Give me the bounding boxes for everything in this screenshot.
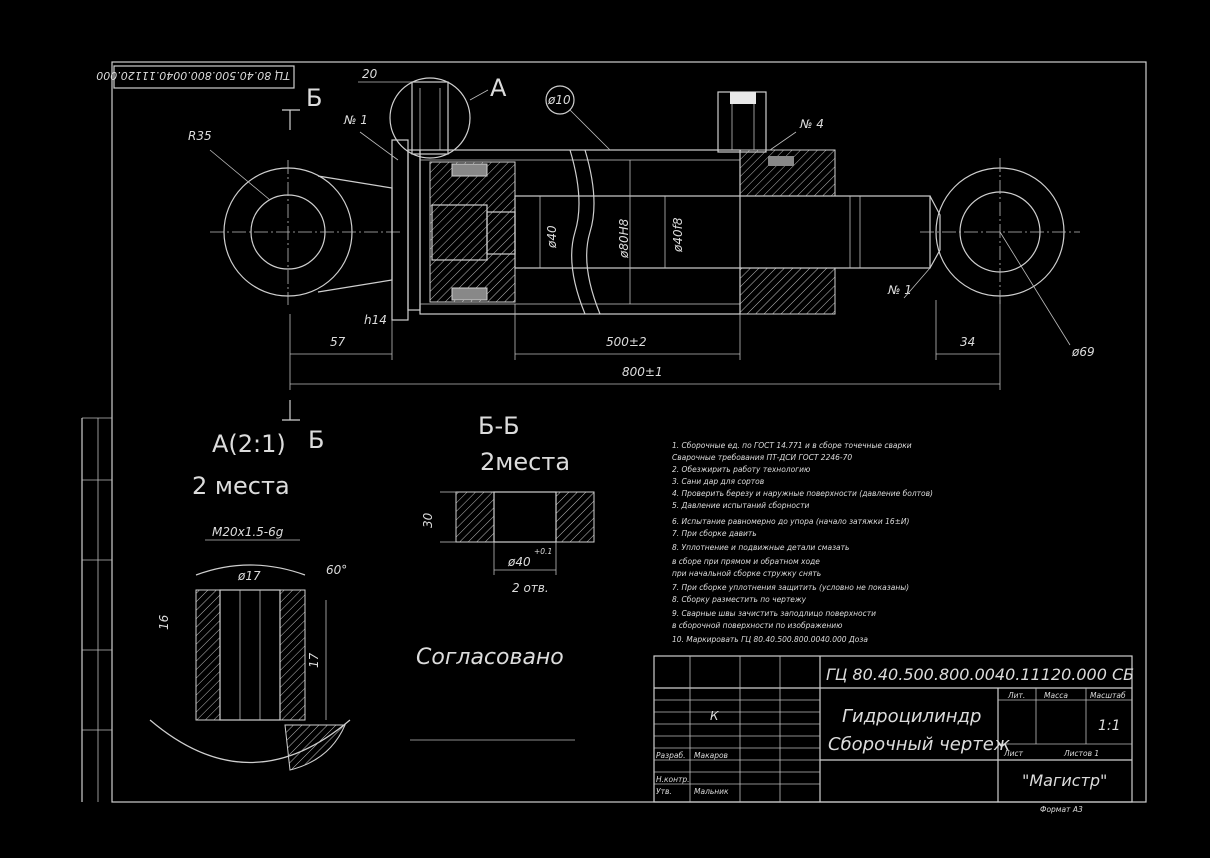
dim-r35: R35 — [188, 129, 212, 143]
top-stamp-box — [113, 65, 295, 89]
detail-a-fitting — [195, 589, 221, 721]
section-marker-bottom: Б — [308, 426, 324, 454]
note-5: 5. Давление испытаний сборности — [672, 501, 810, 510]
section-bb-left — [455, 491, 495, 543]
sheet-frame — [111, 61, 1147, 803]
note-6: 6. Испытание равномерно до упора (начало… — [672, 517, 910, 526]
dim-34: 34 — [960, 335, 975, 349]
piston-rod — [514, 195, 931, 269]
balloon-n1-bottom: № 1 — [887, 283, 912, 297]
tb-row-appr-name: Мальник — [694, 787, 729, 796]
note-7: 7. При сборке давить — [672, 529, 757, 538]
tb-mark-k: К — [710, 709, 719, 723]
note-1: Сварочные требования ПТ-ДСИ ГОСТ 2246-70 — [672, 453, 852, 462]
section-bb-count: 2места — [480, 448, 570, 476]
tb-scale-value: 1:1 — [1098, 718, 1121, 734]
dim-57: 57 — [330, 335, 346, 349]
tb-format: Формат A3 — [1040, 805, 1083, 814]
front-gland-bottom — [739, 267, 836, 315]
note-2: 2. Обезжирить работу технологию — [672, 465, 810, 474]
detail-a-len: 16 — [157, 614, 171, 630]
dim-h14: h14 — [364, 313, 387, 327]
tb-name-2: Сборочный чертеж — [828, 734, 1011, 755]
agreed-label: Согласовано — [416, 645, 564, 670]
detail-a-callout — [389, 77, 471, 159]
detail-a-count: 2 места — [192, 472, 290, 500]
detail-a-thread: M20x1.5-6g — [212, 525, 284, 539]
note-8: 8. Уплотнение и подвижные детали смазать — [672, 543, 849, 552]
note-12: 8. Сборку разместить по чертежу — [672, 595, 807, 604]
tb-row-appr: Утв. — [656, 787, 672, 796]
tb-col-lit: Лит. — [1007, 691, 1025, 700]
tb-sheets: Листов 1 — [1063, 749, 1099, 758]
detail-a-len2: 17 — [307, 652, 321, 668]
balloon-n4-front: № 4 — [799, 117, 824, 131]
section-bb-d: ø40 — [507, 555, 531, 569]
section-bb-holes: 2 отв. — [512, 581, 549, 595]
detail-a-d17: ø17 — [237, 569, 261, 583]
dim-500: 500±2 — [606, 335, 647, 349]
section-bb-tol: +0.1 — [534, 547, 552, 556]
technical-notes: 1. Сборочные ед. по ГОСТ 14.771 и в сбор… — [672, 441, 933, 644]
section-marker-top: Б — [306, 84, 322, 112]
piston — [429, 161, 516, 303]
note-13: 9. Сварные швы зачистить заподлицо повер… — [672, 609, 876, 618]
dim-800: 800±1 — [622, 365, 663, 379]
dim-d80: ø80H8 — [617, 218, 631, 259]
tb-col-scale: Масштаб — [1090, 691, 1126, 700]
tb-sheet: Лист — [1003, 749, 1024, 758]
note-10: при начальной сборке стружку снять — [672, 569, 821, 578]
note-14: в сборочной поверхности по изображению — [672, 621, 842, 630]
note-4: 4. Проверить березу и наружные поверхнос… — [672, 489, 933, 498]
title-block — [653, 655, 1133, 803]
tb-row-dev: Разраб. — [656, 751, 685, 760]
view-a-label: А — [490, 74, 507, 102]
dim-d40-bore: ø40 — [545, 225, 559, 249]
top-stamp-code: ТЦ 80.40.500.800.0040.11120.000 — [96, 69, 290, 82]
section-bb-title: Б-Б — [478, 412, 520, 440]
tb-designation: ГЦ 80.40.500.800.0040.11120.000 СБ — [826, 665, 1134, 684]
section-bb-h: 30 — [421, 512, 435, 528]
note-0: 1. Сборочные ед. по ГОСТ 14.771 и в сбор… — [672, 441, 912, 450]
balloon-d10 — [545, 85, 575, 115]
port-rear — [411, 81, 449, 155]
detail-a-angle: 60° — [326, 563, 347, 577]
dim-d40f8: ø40f8 — [671, 217, 685, 253]
tb-name-1: Гидроцилиндр — [842, 706, 981, 727]
rear-flange — [391, 139, 409, 321]
balloon-n1-top: № 1 — [343, 113, 368, 127]
dim-d69: ø69 — [1071, 345, 1095, 359]
dim-d10: ø10 — [547, 93, 571, 107]
dim-20: 20 — [362, 67, 378, 81]
note-11: 7. При сборке уплотнения защитить (услов… — [672, 583, 909, 592]
tb-row-dev-name: Макаров — [694, 751, 728, 760]
note-15: 10. Маркировать ГЦ 80.40.500.800.0040.00… — [672, 635, 868, 644]
tb-row-check: Н.контр. — [656, 775, 690, 784]
note-3: 3. Сани дар для сортов — [672, 477, 764, 486]
tb-company: "Магистр" — [1022, 771, 1107, 790]
tb-col-mass: Масса — [1044, 691, 1068, 700]
detail-a-title: А(2:1) — [212, 430, 286, 458]
note-9: в сборе при прямом и обратном ходе — [672, 557, 820, 566]
section-bb-right — [555, 491, 595, 543]
